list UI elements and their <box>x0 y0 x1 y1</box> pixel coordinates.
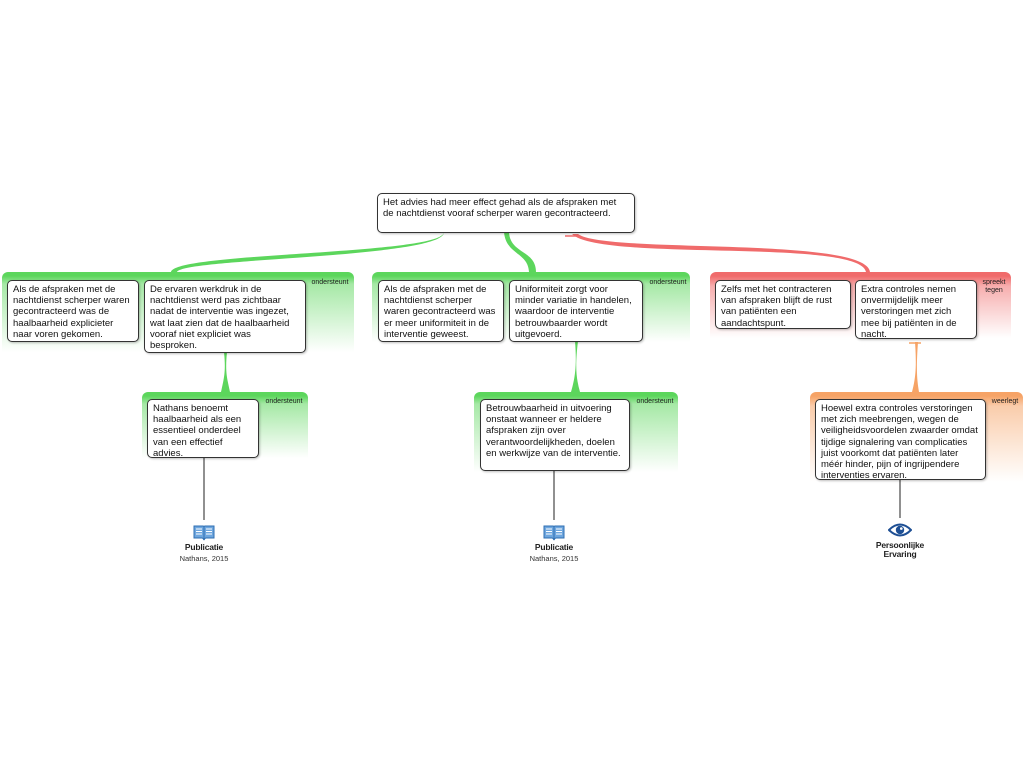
group-1-premise-2[interactable]: De ervaren werkdruk in de nachtdienst we… <box>144 280 306 353</box>
source-1[interactable]: Publicatie Nathans, 2015 <box>164 523 244 563</box>
source-3[interactable]: Persoonlijke Ervaring <box>855 521 945 559</box>
group-2-premise-1[interactable]: Als de afspraken met de nachtdienst sche… <box>378 280 504 342</box>
eye-icon <box>887 523 913 537</box>
group-3-premise-1[interactable]: Zelfs met het contracteren van afspraken… <box>715 280 851 329</box>
evidence-2-text: Betrouwbaarheid in uitvoering onstaat wa… <box>486 403 621 459</box>
evidence-2-relation-label: ondersteunt <box>636 398 674 405</box>
group-2-premise-2[interactable]: Uniformiteit zorgt voor minder variatie … <box>509 280 643 342</box>
book-icon <box>193 525 215 541</box>
group-3-premise-2[interactable]: Extra controles nemen onvermijdelijk mee… <box>855 280 977 340</box>
group-3-premise-2-text: Extra controles nemen onvermijdelijk mee… <box>861 284 957 340</box>
source-2-subtitle: Nathans, 2015 <box>529 554 579 563</box>
connector-root-group2 <box>504 232 536 272</box>
group-1-premise-1[interactable]: Als de afspraken met de nachtdienst sche… <box>7 280 139 342</box>
evidence-3-text: Hoewel extra controles verstoringen met … <box>821 403 978 482</box>
group-1-relation-label: ondersteunt <box>311 279 349 286</box>
evidence-1-text: Nathans benoemt haalbaarheid als een ess… <box>153 403 242 459</box>
source-1-subtitle: Nathans, 2015 <box>179 554 229 563</box>
group-2-premise-1-text: Als de afspraken met de nachtdienst sche… <box>384 284 496 340</box>
connector-group2-evidence2 <box>571 341 580 392</box>
connector-root-group1 <box>171 232 445 272</box>
source-1-title: Publicatie <box>184 542 224 552</box>
group-3-relation-label: spreekt tegen <box>982 279 1006 294</box>
evidence-2-box[interactable]: Betrouwbaarheid in uitvoering onstaat wa… <box>480 399 630 471</box>
evidence-3-relation-label: weerlegt <box>991 398 1019 405</box>
book-icon <box>543 525 565 541</box>
group-1-premise-1-text: Als de afspraken met de nachtdienst sche… <box>13 284 130 340</box>
root-claim-box[interactable]: Het advies had meer effect gehad als de … <box>377 193 635 233</box>
source-2[interactable]: Publicatie Nathans, 2015 <box>514 523 594 563</box>
source-2-title: Publicatie <box>534 542 574 552</box>
group-2-relation-label: ondersteunt <box>649 279 687 286</box>
group-1-premise-2-text: De ervaren werkdruk in de nachtdienst we… <box>150 284 290 352</box>
root-claim-text: Het advies had meer effect gehad als de … <box>383 197 617 220</box>
source-3-title: Persoonlijke Ervaring <box>875 540 925 559</box>
evidence-1-box[interactable]: Nathans benoemt haalbaarheid als een ess… <box>147 399 259 459</box>
connector-group1-evidence1 <box>221 352 230 392</box>
connector-group3-evidence3 <box>912 342 919 392</box>
connector-root-group3 <box>572 234 870 272</box>
evidence-1-relation-label: ondersteunt <box>265 398 303 405</box>
group-2-premise-2-text: Uniformiteit zorgt voor minder variatie … <box>515 284 632 340</box>
group-3-premise-1-text: Zelfs met het contracteren van afspraken… <box>721 284 832 329</box>
evidence-3-box[interactable]: Hoewel extra controles verstoringen met … <box>815 399 986 482</box>
